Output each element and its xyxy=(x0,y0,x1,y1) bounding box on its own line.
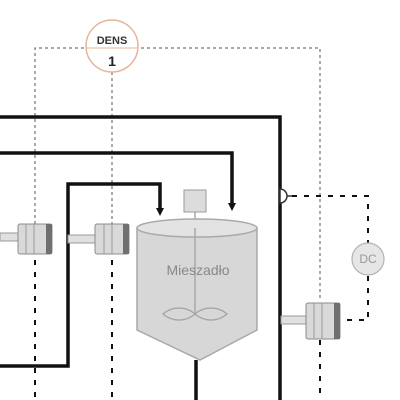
pipe-sensor[interactable] xyxy=(279,188,292,204)
dc-controller-label: DC xyxy=(359,252,377,266)
density-tag: DENS xyxy=(97,35,128,47)
density-number: 1 xyxy=(108,53,116,69)
mixer-tank[interactable] xyxy=(136,189,258,361)
dc-control-loop xyxy=(292,195,369,321)
mixer-motor xyxy=(183,189,207,213)
feed-pipe-inner xyxy=(0,182,164,368)
feed-pipe-middle xyxy=(0,151,236,211)
valve-right[interactable] xyxy=(280,302,341,340)
valve-left[interactable] xyxy=(0,223,53,255)
feed-pipe-outer xyxy=(0,115,282,400)
dens-signal-loop xyxy=(34,47,321,300)
valve-center[interactable] xyxy=(67,223,130,255)
density-instrument[interactable] xyxy=(85,19,139,73)
dc-controller[interactable] xyxy=(351,242,385,276)
mixer-tank-label: Mieszadło xyxy=(166,262,229,278)
mixer-impeller xyxy=(162,307,228,321)
